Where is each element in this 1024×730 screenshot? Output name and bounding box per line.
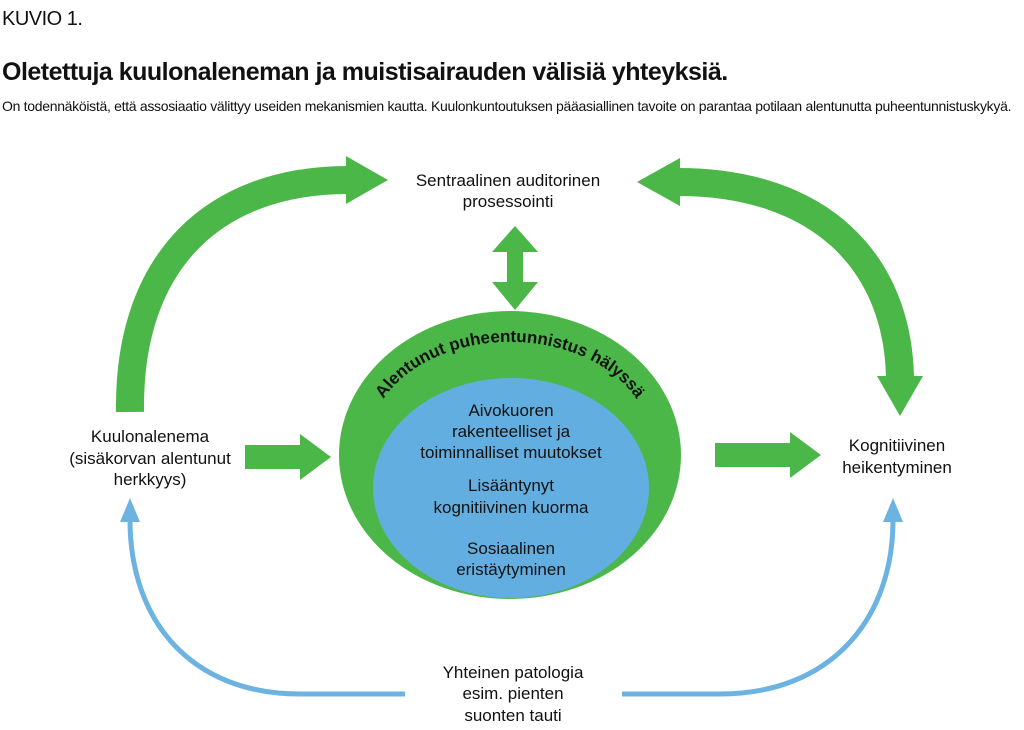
- arrow-vertical-bidirectional: [492, 226, 538, 310]
- arrow-left-to-top: [115, 156, 388, 413]
- svg-text:rakenteelliset ja: rakenteelliset ja: [452, 422, 571, 441]
- bottom-node: Yhteinen patologia esim. pienten suonten…: [443, 663, 584, 725]
- svg-text:Sentraalinen auditorinen: Sentraalinen auditorinen: [416, 171, 600, 190]
- subtitle: On todennäköistä, että assosiaatio välit…: [2, 98, 1012, 114]
- svg-text:herkkyys): herkkyys): [114, 470, 187, 489]
- svg-text:Kognitiivinen: Kognitiivinen: [849, 436, 945, 455]
- arrow-left-to-center: [245, 434, 331, 480]
- inner-circle: [373, 378, 649, 598]
- svg-text:prosessointi: prosessointi: [463, 192, 554, 211]
- left-node: Kuulonalenema (sisäkorvan alentunut herk…: [69, 427, 231, 489]
- top-node: Sentraalinen auditorinen prosessointi: [416, 171, 600, 211]
- svg-text:Lisääntynyt: Lisääntynyt: [468, 476, 554, 495]
- svg-text:Yhteinen patologia: Yhteinen patologia: [443, 663, 584, 682]
- arrow-top-right-bidirectional: [637, 158, 923, 416]
- svg-text:suonten tauti: suonten tauti: [464, 706, 561, 725]
- inner-item-cognitive-load: Lisääntynyt kognitiivinen kuorma: [434, 476, 590, 517]
- svg-text:toiminnalliset muutokset: toiminnalliset muutokset: [420, 443, 602, 462]
- svg-text:Sosiaalinen: Sosiaalinen: [467, 539, 555, 558]
- arrow-center-to-right: [715, 432, 821, 478]
- svg-text:eristäytyminen: eristäytyminen: [456, 560, 566, 579]
- figure-label: KUVIO 1.: [2, 8, 83, 30]
- page-title: Oletettuja kuulonaleneman ja muistisaira…: [2, 58, 728, 86]
- inner-item-cortex: Aivokuoren rakenteelliset ja toiminnalli…: [420, 401, 602, 462]
- svg-text:(sisäkorvan alentunut: (sisäkorvan alentunut: [69, 449, 231, 468]
- right-node: Kognitiivinen heikentyminen: [842, 436, 952, 477]
- svg-text:heikentyminen: heikentyminen: [842, 458, 952, 477]
- svg-text:kognitiivinen kuorma: kognitiivinen kuorma: [434, 498, 590, 517]
- arrow-bottom-to-left: [120, 498, 405, 697]
- svg-text:Kuulonalenema: Kuulonalenema: [91, 427, 210, 446]
- inner-item-social-isolation: Sosiaalinen eristäytyminen: [456, 539, 566, 579]
- arrow-bottom-to-right: [622, 498, 903, 697]
- svg-text:esim. pienten: esim. pienten: [462, 684, 563, 703]
- svg-text:Aivokuoren: Aivokuoren: [468, 401, 553, 420]
